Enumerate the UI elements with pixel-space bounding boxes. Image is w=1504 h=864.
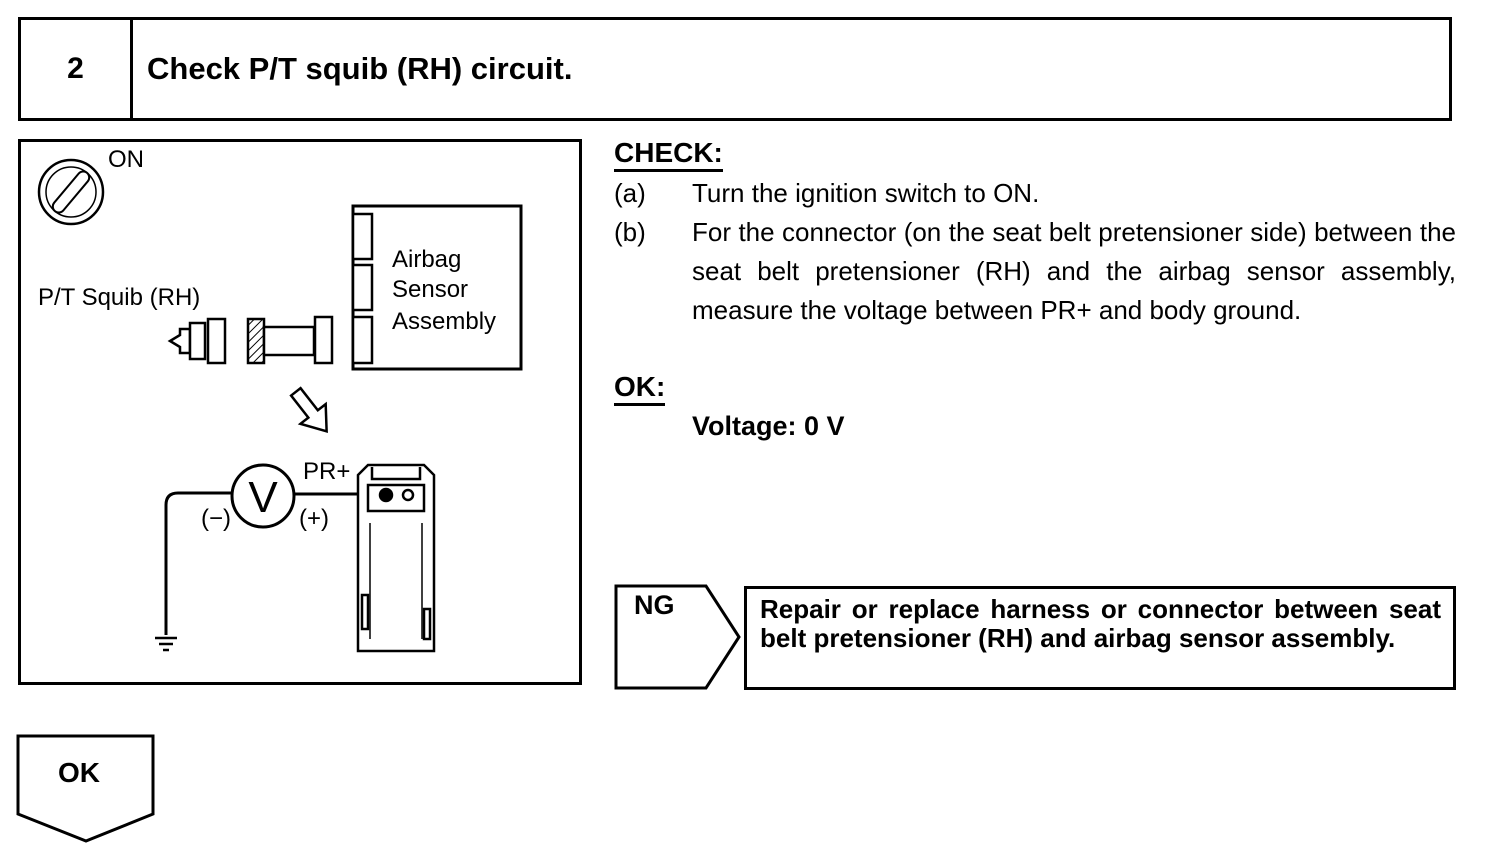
ok-next-label: OK [58,757,100,788]
ng-label: NG [634,590,675,620]
ground-symbol-icon [155,636,177,652]
squib-connector-icon [167,317,227,365]
pretensioner-connector-icon [356,463,436,653]
check-step-b: (b) For the connector (on the seat belt … [614,213,1456,373]
ignition-on-label: ON [108,146,144,173]
check-step-text: For the connector (on the seat belt pret… [692,217,1456,325]
illustration-frame [18,139,582,685]
check-step-a: (a) Turn the ignition switch to ON. [614,174,1456,213]
terminal-pr-plus-label: PR+ [303,458,350,485]
step-header: 2 Check P/T squib (RH) circuit. [18,17,1452,121]
ok-voltage-value: Voltage: 0 V [692,411,845,441]
sensor-label-line-3: Assembly [392,308,496,335]
negative-probe-label: (−) [201,505,231,532]
airbag-sensor-assembly: Airbag Sensor Assembly [351,204,523,371]
voltmeter-icon: V [230,463,296,529]
step-number: 2 [21,20,133,118]
wiring-illustration: ON P/T Squib (RH) Airbag Sensor [18,139,582,685]
check-step-letter: (a) [614,178,646,208]
voltmeter-symbol: V [248,473,278,522]
ok-next-arrow-icon [16,734,155,843]
check-step-text: Turn the ignition switch to ON. [692,178,1040,208]
ignition-switch-icon [37,158,105,226]
ng-action-text: Repair or replace harness or connector b… [760,594,1441,653]
hollow-arrow-icon [289,386,328,433]
sensor-label-line-1: Airbag [392,246,461,273]
step-title: Check P/T squib (RH) circuit. [147,51,573,86]
squib-label: P/T Squib (RH) [38,284,200,311]
harness-connector-icon [246,315,334,365]
positive-probe-label: (+) [299,505,329,532]
check-step-letter: (b) [614,217,646,247]
check-heading: CHECK: [614,137,723,172]
ok-heading: OK: [614,371,666,406]
ng-action-box: Repair or replace harness or connector b… [744,586,1456,690]
sensor-label-line-2: Sensor [392,276,468,303]
ng-arrow-icon [614,584,741,690]
ground-wire [164,491,231,635]
